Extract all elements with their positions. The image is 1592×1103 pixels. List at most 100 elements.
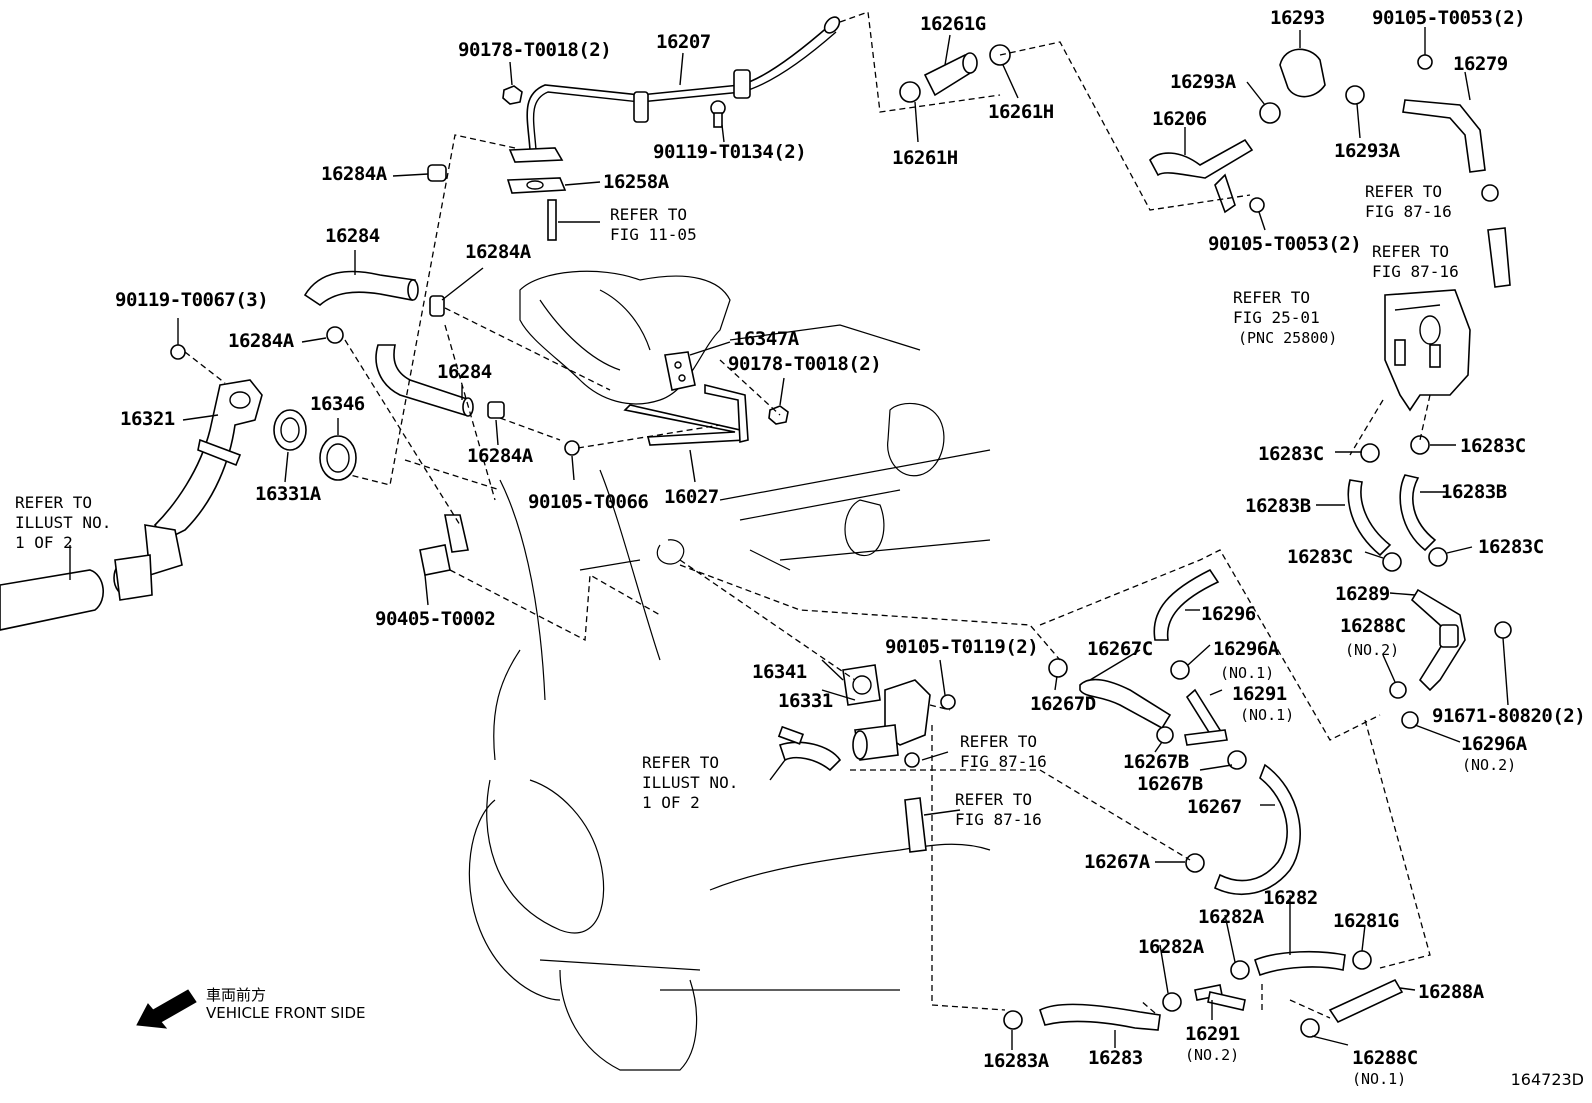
hose-16293[interactable] — [1279, 48, 1326, 98]
refer-fig1105-line2[interactable]: FIG 11-05 — [610, 225, 697, 244]
label-16347A[interactable]: 16347A — [733, 328, 800, 350]
label-16296A-2[interactable]: 16296A — [1461, 733, 1528, 755]
refer-fig8716-d-line2[interactable]: FIG 87-16 — [1372, 262, 1459, 281]
label-16288A[interactable]: 16288A — [1418, 981, 1485, 1003]
label-90119-t0134[interactable]: 90119-T0134(2) — [653, 141, 807, 163]
clamp-16267D[interactable] — [1048, 658, 1068, 678]
clamp-16283C-1[interactable] — [1360, 443, 1380, 463]
hose-16283B-2[interactable] — [1399, 474, 1437, 552]
gasket-16258A[interactable] — [506, 177, 567, 194]
bolt-90119-t0067[interactable] — [170, 344, 186, 360]
label-16279[interactable]: 16279 — [1453, 53, 1508, 75]
gasket-16341[interactable] — [842, 664, 881, 706]
label-16267A[interactable]: 16267A — [1084, 851, 1151, 873]
clip-16284A-1[interactable] — [427, 164, 447, 182]
label-16283B-1[interactable]: 16283B — [1245, 495, 1311, 517]
label-16331A[interactable]: 16331A — [255, 483, 322, 505]
gasket-16347A[interactable] — [664, 351, 696, 391]
clamp-16267B-2[interactable] — [1227, 750, 1247, 770]
refer-fig8716-b-line2[interactable]: FIG 87-16 — [955, 810, 1042, 829]
label-16289[interactable]: 16289 — [1335, 583, 1390, 605]
water-outlet-16331[interactable] — [852, 679, 931, 768]
clamp-16283C-4[interactable] — [1428, 547, 1448, 567]
label-90405-t0002[interactable]: 90405-T0002 — [375, 608, 496, 630]
label-16283B-2[interactable]: 16283B — [1441, 481, 1507, 503]
refer-illust-left-line2[interactable]: ILLUST NO. — [15, 513, 111, 532]
label-91671-80820[interactable]: 91671-80820(2) — [1432, 705, 1586, 727]
refer-illust-left-line3[interactable]: 1 OF 2 — [15, 533, 73, 552]
clamp-16282A-2[interactable] — [1230, 960, 1250, 980]
pipe-16289[interactable] — [1410, 588, 1466, 692]
label-16283C-3[interactable]: 16283C — [1287, 546, 1353, 568]
hose-16283[interactable] — [1039, 1003, 1161, 1031]
gasket-16346[interactable] — [319, 435, 357, 481]
pipe-16291-1[interactable] — [1184, 688, 1228, 746]
label-16261H-1[interactable]: 16261H — [892, 147, 958, 169]
union-90405-t0002[interactable] — [419, 514, 469, 576]
clamp-16282A-1[interactable] — [1162, 992, 1182, 1012]
label-16293A-1[interactable]: 16293A — [1170, 71, 1237, 93]
refer-fig2501-line3[interactable]: (PNC 25800) — [1238, 329, 1337, 347]
label-16296A-1[interactable]: 16296A — [1213, 638, 1280, 660]
bolt-90105-t0053-top[interactable] — [1417, 54, 1433, 70]
clamp-16288C-2[interactable] — [1389, 681, 1407, 699]
label-90178-mid[interactable]: 90178-T0018(2) — [728, 353, 882, 375]
hose-16283B-1[interactable] — [1347, 479, 1392, 557]
clamp-16267B-1[interactable] — [1156, 726, 1174, 744]
hose-16296[interactable] — [1153, 568, 1220, 641]
bolt-90119-t0134[interactable] — [710, 100, 726, 128]
label-90105-t0053-bot[interactable]: 90105-T0053(2) — [1208, 233, 1362, 255]
label-16283[interactable]: 16283 — [1088, 1047, 1143, 1069]
clamp-16293A-2[interactable] — [1345, 85, 1365, 105]
clamp-16293A-1[interactable] — [1259, 102, 1281, 124]
water-inlet-16321[interactable] — [113, 379, 263, 601]
label-16284A-4[interactable]: 16284A — [467, 445, 534, 467]
refer-fig2501-line2[interactable]: FIG 25-01 — [1233, 308, 1320, 327]
label-16267D[interactable]: 16267D — [1030, 693, 1096, 715]
clamp-16283A[interactable] — [1003, 1010, 1023, 1030]
label-16027[interactable]: 16027 — [664, 486, 719, 508]
refer-illust-mid-line1[interactable]: REFER TO — [642, 753, 719, 772]
label-16283A[interactable]: 16283A — [983, 1050, 1050, 1072]
nut-90178-mid[interactable] — [768, 405, 789, 425]
clamp-16288C-1[interactable] — [1300, 1018, 1320, 1038]
label-16284A-3[interactable]: 16284A — [228, 330, 295, 352]
label-16288C-1[interactable]: 16288C — [1352, 1047, 1418, 1069]
label-16281G[interactable]: 16281G — [1333, 910, 1399, 932]
label-16206[interactable]: 16206 — [1152, 108, 1207, 130]
nut-90178-top[interactable] — [502, 85, 523, 105]
pipe-16279[interactable] — [1402, 99, 1486, 173]
refer-fig1105-line1[interactable]: REFER TO — [610, 205, 687, 224]
pipe-16291-2[interactable] — [1194, 984, 1246, 1011]
label-16291-1[interactable]: 16291 — [1232, 683, 1287, 705]
label-16258A[interactable]: 16258A — [603, 171, 670, 193]
pipe-16206[interactable] — [1149, 138, 1254, 214]
refer-fig2501-line1[interactable]: REFER TO — [1233, 288, 1310, 307]
label-16283C-4[interactable]: 16283C — [1478, 536, 1544, 558]
stud-bolt[interactable] — [547, 199, 557, 241]
hose-16282[interactable] — [1254, 950, 1346, 977]
label-16331[interactable]: 16331 — [778, 690, 833, 712]
label-16282A-1[interactable]: 16282A — [1198, 906, 1265, 928]
clip-16284A-3[interactable] — [326, 326, 344, 344]
label-16284A-1[interactable]: 16284A — [321, 163, 388, 185]
label-16267[interactable]: 16267 — [1187, 796, 1242, 818]
label-16284-2[interactable]: 16284 — [437, 361, 492, 383]
label-16261H-2[interactable]: 16261H — [988, 101, 1054, 123]
label-90105-t0066[interactable]: 90105-T0066 — [528, 491, 649, 513]
refer-illust-mid-line2[interactable]: ILLUST NO. — [642, 773, 738, 792]
refer-illust-mid-line3[interactable]: 1 OF 2 — [642, 793, 700, 812]
label-16284-1[interactable]: 16284 — [325, 225, 380, 247]
label-90105-t0053-top[interactable]: 90105-T0053(2) — [1372, 7, 1526, 29]
refer-fig8716-c-line2[interactable]: FIG 87-16 — [1365, 202, 1452, 221]
label-16282[interactable]: 16282 — [1263, 887, 1318, 909]
clamp-16267A[interactable] — [1185, 853, 1205, 873]
label-16291-2[interactable]: 16291 — [1185, 1023, 1240, 1045]
label-16346[interactable]: 16346 — [310, 393, 365, 415]
label-16293A-2[interactable]: 16293A — [1334, 140, 1401, 162]
label-16284A-2[interactable]: 16284A — [465, 241, 532, 263]
thermostat-16331A[interactable] — [273, 409, 307, 451]
clip-16284A-2[interactable] — [429, 295, 445, 317]
bolt-90105-t0053-bot[interactable] — [1249, 197, 1265, 213]
hose-16284-upper[interactable] — [303, 270, 419, 307]
